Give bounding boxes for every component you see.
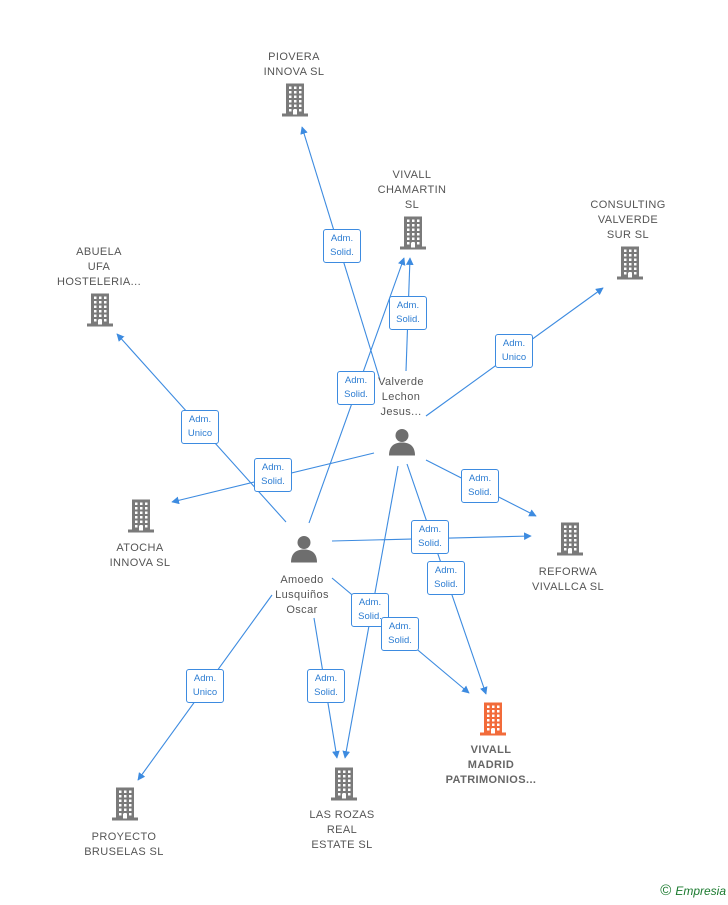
person-icon[interactable] [289, 534, 319, 569]
brand-footer[interactable]: ©Empresia [660, 882, 726, 899]
node-label-atocha[interactable]: ATOCHA INNOVA SL [109, 542, 171, 569]
node-label-amoedo[interactable]: Amoedo Lusquiños Oscar [275, 574, 329, 616]
edge-label-amoedo-reforwa[interactable]: Adm. Solid. [411, 520, 449, 554]
node-label-las_rozas[interactable]: LAS ROZAS REAL ESTATE SL [309, 809, 375, 851]
node-label-reforwa[interactable]: REFORWA VIVALLCA SL [531, 566, 605, 593]
node-label-vivall_chamartin[interactable]: VIVALL CHAMARTIN SL [377, 169, 447, 211]
brand-name: Empresia [675, 884, 726, 898]
edge-label-amoedo-vivall_chamartin[interactable]: Adm. Solid. [337, 371, 375, 405]
edge-label-valverde-reforwa[interactable]: Adm. Solid. [461, 469, 499, 503]
building-icon[interactable] [614, 245, 646, 286]
copyright-icon: © [660, 882, 672, 899]
person-icon[interactable] [387, 427, 417, 462]
edge-label-valverde-vivall_madrid[interactable]: Adm. Solid. [427, 561, 465, 595]
node-label-abuela[interactable]: ABUELA UFA HOSTELERIA... [56, 246, 142, 288]
node-label-consulting[interactable]: CONSULTING VALVERDE SUR SL [590, 199, 666, 241]
edge-label-valverde-piovera[interactable]: Adm. Solid. [323, 229, 361, 263]
edge-label-amoedo-las_rozas[interactable]: Adm. Solid. [307, 669, 345, 703]
edge-label-valverde-consulting[interactable]: Adm. Unico [495, 334, 533, 368]
node-label-valverde[interactable]: Valverde Lechon Jesus... [378, 376, 424, 418]
building-icon[interactable] [328, 766, 360, 807]
building-icon[interactable] [397, 215, 429, 256]
node-label-vivall_madrid[interactable]: VIVALL MADRID PATRIMONIOS... [445, 744, 537, 786]
edge-label-valverde-las_rozas[interactable]: Adm. Solid. [381, 617, 419, 651]
building-icon[interactable] [125, 498, 157, 539]
focus-building-icon[interactable] [477, 701, 509, 742]
building-icon[interactable] [84, 292, 116, 333]
building-icon[interactable] [279, 82, 311, 123]
edge-label-valverde-atocha[interactable]: Adm. Solid. [254, 458, 292, 492]
building-icon[interactable] [554, 521, 586, 562]
edge-label-amoedo-abuela[interactable]: Adm. Unico [181, 410, 219, 444]
building-icon[interactable] [109, 786, 141, 827]
edge-label-amoedo-vivall_madrid[interactable]: Adm. Solid. [351, 593, 389, 627]
node-label-proyecto[interactable]: PROYECTO BRUSELAS SL [84, 831, 164, 858]
edge-label-amoedo-proyecto[interactable]: Adm. Unico [186, 669, 224, 703]
edge-label-valverde-vivall_chamartin[interactable]: Adm. Solid. [389, 296, 427, 330]
node-label-piovera[interactable]: PIOVERA INNOVA SL [263, 51, 325, 78]
